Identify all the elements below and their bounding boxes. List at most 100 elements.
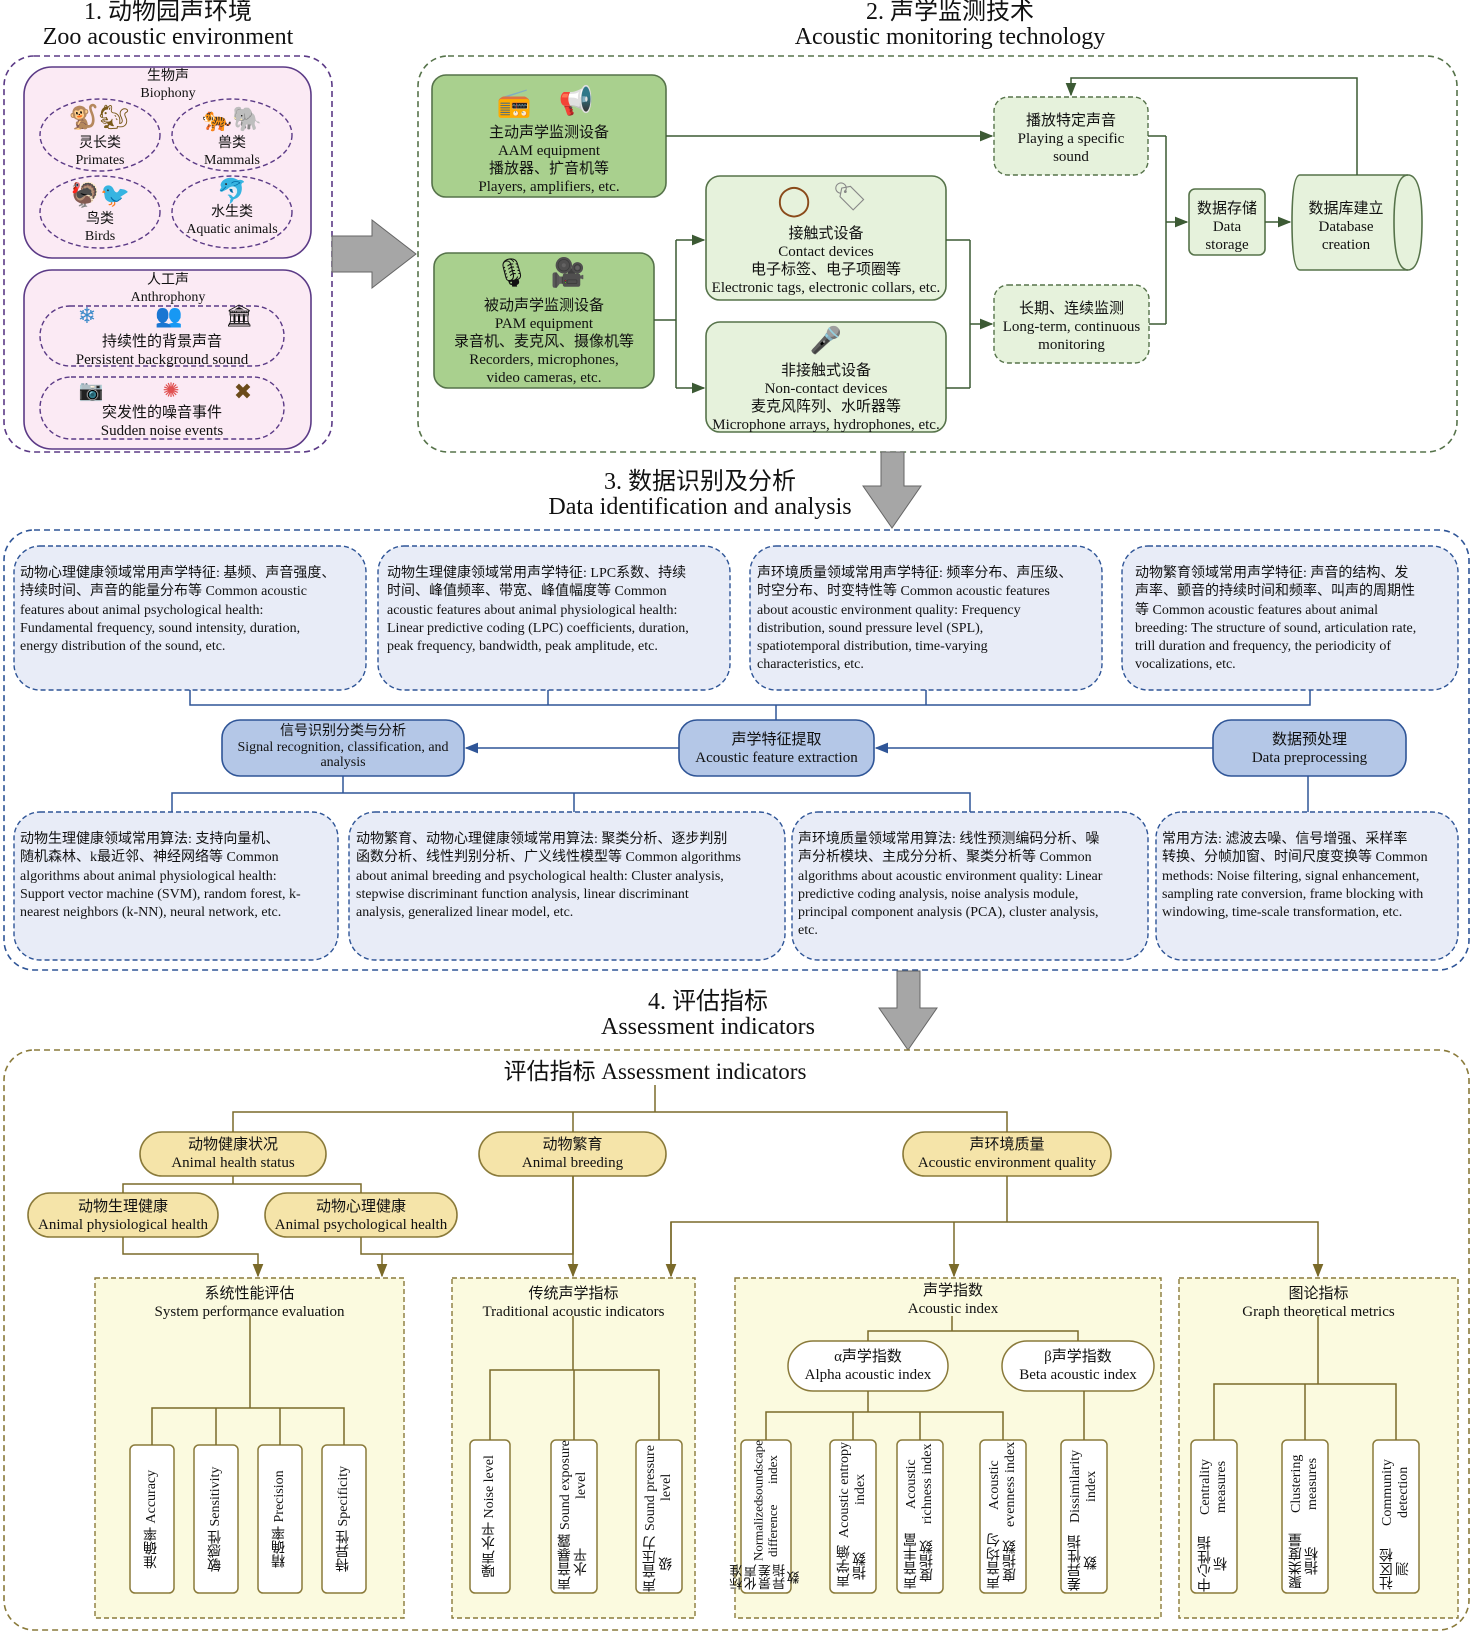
building-icon: 🏛 — [225, 303, 253, 328]
a1-line: Support vector machine (SVM), random for… — [20, 886, 301, 902]
ndsi-cn: 标准化声景差异指数 — [729, 1564, 802, 1591]
feature-text-1: 动物心理健康领域常用声学特征: 基频、声音强度、 持续时间、声音的能量分布等 C… — [20, 565, 364, 656]
signal-en1: Signal recognition, classification, and — [237, 739, 449, 755]
richness-cn: 声音丰富度指数 — [903, 1532, 935, 1589]
section4-title-en: Assessment indicators — [601, 1014, 815, 1041]
playing-l3: sound — [1053, 149, 1089, 165]
health-cn: 动物健康状况 — [187, 1137, 278, 1153]
aam-label: 主动声学监测设备 AAM equipment 播放器、扩音机等 Players,… — [432, 124, 666, 196]
a4-line: methods: Noise filtering, signal enhance… — [1162, 868, 1420, 884]
dissimilarity-cn: 差异性指数 — [1067, 1534, 1099, 1591]
playing-label: 播放特定声音 Playing a specific sound — [994, 112, 1148, 166]
section1-title: 1. 动物园声环境 Zoo acoustic environment — [0, 0, 336, 50]
a4-line: sampling rate conversion, frame blocking… — [1162, 886, 1424, 902]
noncontact-l3: 麦克风阵列、水听器等 — [750, 399, 901, 415]
a4-line: windowing, time-scale transformation, et… — [1162, 905, 1403, 921]
contact-box — [705, 175, 947, 301]
preprocessing-label: 数据预处理 Data preprocessing — [1213, 731, 1406, 767]
section3-title-en: Data identification and analysis — [548, 494, 852, 521]
arrow-env-to-monitor — [331, 218, 417, 290]
biophony-box — [23, 66, 312, 259]
algorithm-box-2 — [348, 811, 786, 961]
f3-line: 声环境质量领域常用声学特征: 频率分布、声压级、 — [757, 566, 1073, 581]
contact-l2: Contact devices — [778, 244, 874, 260]
a3-line: 声环境质量领域常用算法: 线性预测编码分析、噪 — [798, 832, 1100, 847]
people-icon: 👥 — [155, 303, 183, 328]
algorithm-text-3: 声环境质量领域常用算法: 线性预测编码分析、噪 声分析模块、主成分分析、聚类分析… — [798, 831, 1146, 941]
sudden-noise-box — [39, 376, 285, 440]
beta-en: Beta acoustic index — [1019, 1367, 1137, 1383]
feature-cn: 声学特征提取 — [731, 732, 822, 748]
database-label: 数据库建立 Database creation — [1290, 200, 1402, 254]
feature-box-3 — [749, 545, 1103, 691]
f1-line: 持续时间、声音的能量分布等 Common acoustic — [20, 584, 307, 600]
f2-line: 动物生理健康领域常用声学特征: LPC系数、持续 — [387, 566, 687, 581]
section2-title-en: Acoustic monitoring technology — [794, 24, 1106, 51]
a1-line: 随机森林、k最近邻、神经网络等 Common — [20, 850, 279, 866]
persistent-sound-label: 持续性的背景声音 Persistent background sound — [44, 333, 280, 369]
richness-en: Acoustic richness index — [903, 1443, 935, 1525]
biophony-label: 生物声 Biophony — [60, 69, 276, 103]
sudden-noise-label: 突发性的噪音事件 Sudden noise events — [44, 404, 280, 440]
line-database-feedback — [1065, 77, 1358, 175]
entropy-cn: 声学熵指数 — [836, 1545, 868, 1588]
air-conditioner-icon: ❄ — [77, 303, 97, 328]
section2-title-cn: 2. 声学监测技术 — [866, 0, 1034, 25]
section2-title: 2. 声学监测技术 Acoustic monitoring technology — [700, 0, 1200, 50]
radio-icon: 📻 — [496, 88, 532, 119]
storage-label: 数据存储 Data storage — [1189, 200, 1265, 254]
birds-icon: 🦃🐦 — [70, 183, 130, 209]
assessment-inner-title: 评估指标 Assessment indicators — [503, 1059, 807, 1084]
primates-cn: 灵长类 — [79, 136, 121, 151]
beta-cn: β声学指数 — [1044, 1349, 1112, 1365]
assessment-frame — [3, 1049, 1470, 1631]
f2-line: 时间、峰值频率、带宽、峰值幅度等 Common — [387, 584, 667, 600]
entropy-en: Acoustic entropy index — [836, 1441, 868, 1538]
community-en: Community detection — [1379, 1458, 1411, 1526]
clustering-cn: 聚类度量指标 — [1288, 1532, 1320, 1589]
pam-l4: Recorders, microphones, — [469, 352, 619, 368]
ndsi-en1: Normalized difference — [750, 1499, 780, 1562]
f1-line: energy distribution of the sound, etc. — [20, 639, 226, 655]
alpha-index-label: α声学指数 Alpha acoustic index — [788, 1348, 948, 1384]
line-psych-to-system — [360, 1237, 388, 1278]
video-camera-icon: 🎥 — [550, 258, 586, 289]
physio-label: 动物生理健康 Animal physiological health — [28, 1198, 218, 1234]
sound-pressure-cn: 声音压力级 — [642, 1536, 674, 1593]
centrality-en: Centrality measures — [1197, 1459, 1229, 1516]
breeding-cn: 动物繁育 — [542, 1137, 603, 1153]
longterm-l1: 长期、连续监测 — [1018, 301, 1124, 317]
birds-en: Birds — [84, 228, 116, 244]
psych-cn: 动物心理健康 — [315, 1199, 406, 1215]
aquatic-ellipse — [171, 175, 293, 249]
aam-l3: 播放器、扩音机等 — [488, 161, 609, 177]
f3-line: about acoustic environment quality: Freq… — [757, 602, 1021, 618]
community-cn: 社区检测 — [1379, 1547, 1411, 1590]
birds-ellipse — [39, 175, 161, 249]
persistent-sound-box — [39, 305, 285, 367]
clustering-en: Clustering measures — [1288, 1454, 1320, 1514]
contact-label: 接触式设备 Contact devices 电子标签、电子项圈等 Electro… — [700, 225, 952, 297]
feature-text-2: 动物生理健康领域常用声学特征: LPC系数、持续 时间、峰值频率、带宽、峰值幅度… — [387, 565, 727, 656]
community-label: 社区检测 Community detection — [1373, 1440, 1419, 1593]
breeding-en: Animal breeding — [521, 1155, 624, 1171]
traditional-en: Traditional acoustic indicators — [482, 1304, 665, 1320]
traditional-cn: 传统声学指标 — [528, 1286, 619, 1302]
a1-line: algorithms about animal physiological he… — [20, 868, 277, 884]
f3-line: characteristics, etc. — [757, 657, 864, 673]
playing-l1: 播放特定声音 — [1025, 113, 1116, 129]
pam-label: 被动声学监测设备 PAM equipment 录音机、麦克风、摄像机等 Reco… — [434, 297, 654, 387]
f3-line: 时空分布、时变特性等 Common acoustic features — [757, 584, 1050, 600]
anthrophony-en: Anthrophony — [130, 289, 206, 305]
tools-icon: ✖ — [233, 379, 253, 404]
system-cn: 系统性能评估 — [204, 1286, 295, 1302]
contact-l4: Electronic tags, electronic collars, etc… — [711, 280, 941, 296]
noise-level-text: 噪声水平 Noise level — [481, 1455, 497, 1578]
arrow-analysis-to-assessment — [878, 970, 938, 1051]
a2-line: 动物繁育、动物心理健康领域常用算法: 聚类分析、逐步判别 — [356, 832, 728, 847]
sudden-cn: 突发性的噪音事件 — [101, 405, 222, 421]
precision-label: 精确率 Precision — [271, 1470, 287, 1568]
